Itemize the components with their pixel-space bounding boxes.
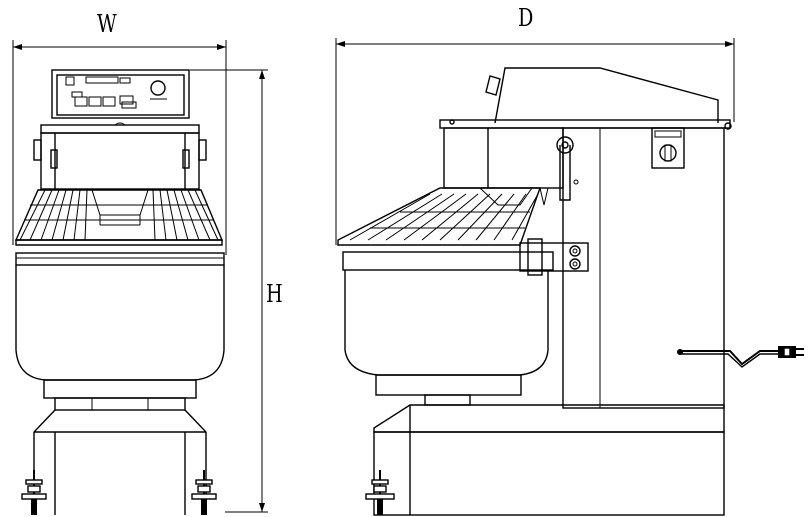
height-label: H: [266, 280, 283, 308]
depth-label: D: [518, 4, 534, 32]
side-foot: [365, 470, 395, 515]
side-lift-pivot: [556, 136, 579, 201]
front-guard-housing: [33, 122, 207, 190]
front-wire-guard: [14, 189, 224, 246]
side-wire-guard: [337, 187, 549, 246]
side-base: [373, 404, 725, 516]
depth-dimension-line: [335, 38, 735, 245]
side-switch-box: [651, 127, 685, 169]
side-column-body: [443, 127, 725, 409]
side-head-cover: [439, 67, 732, 130]
height-dimension-line: [190, 69, 268, 513]
width-label: W: [97, 10, 117, 38]
front-speed-knob-icon: [150, 80, 166, 96]
side-view: [337, 67, 804, 516]
rotary-switch-icon: [659, 144, 677, 162]
width-dimension-line: [12, 40, 227, 255]
front-view: [14, 69, 225, 515]
side-power-cord: [677, 346, 804, 368]
front-control-panel: [51, 69, 190, 119]
front-bowl: [15, 252, 225, 399]
side-bowl-clamp: [519, 238, 589, 276]
side-bowl: [342, 251, 554, 406]
front-left-foot: [21, 470, 47, 515]
front-right-foot: [191, 470, 217, 515]
front-base-stand: [33, 397, 207, 515]
